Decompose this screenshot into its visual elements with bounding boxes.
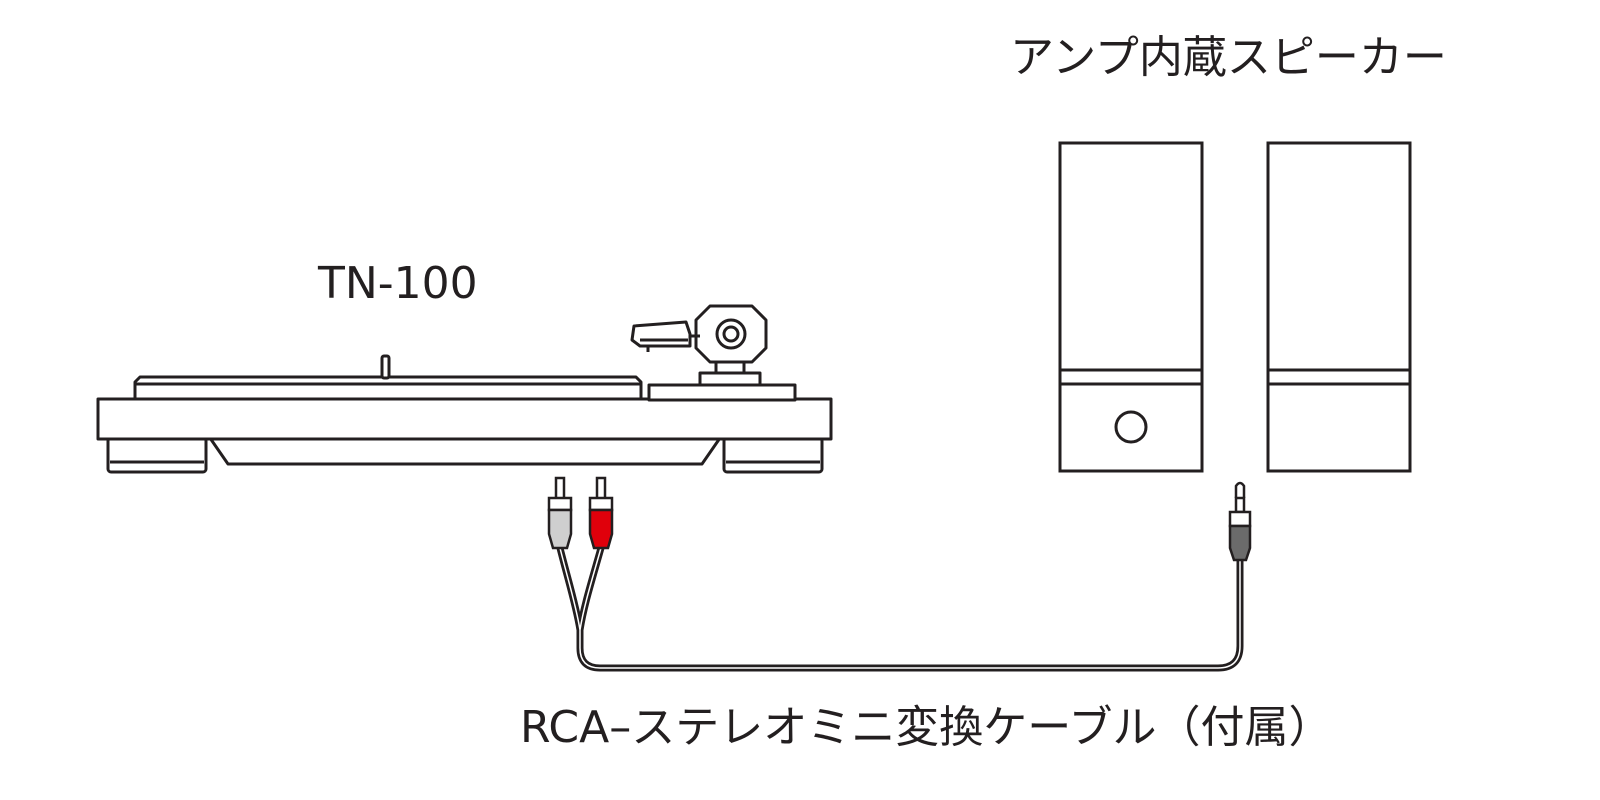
tonearm-base-plate: [647, 383, 797, 402]
turntable-spindle: [380, 354, 391, 380]
tonearm-pillar: [698, 371, 762, 387]
rca-plug-white-icon: [547, 476, 573, 550]
speaker-left-icon: [1058, 141, 1204, 473]
turntable-foot-right: [722, 436, 824, 474]
speakers-label: アンプ内蔵スピーカー: [1010, 32, 1447, 83]
turntable-platter: [133, 375, 643, 401]
stereo-mini-plug-icon: [1228, 481, 1252, 562]
volume-knob: [1114, 410, 1148, 444]
cable: [556, 544, 1244, 672]
turntable-icon: [96, 304, 833, 474]
turntable-foot-left: [106, 436, 208, 474]
turntable-label: TN-100: [318, 258, 478, 309]
cable-label: RCA–ステレオミニ変換ケーブル（付属）: [520, 702, 1333, 753]
cartridge: [630, 320, 692, 348]
turntable-plinth: [96, 397, 833, 441]
speaker-right-icon: [1266, 141, 1412, 473]
turntable-under-panel: [208, 436, 722, 466]
rca-plug-red-icon: [588, 476, 614, 550]
